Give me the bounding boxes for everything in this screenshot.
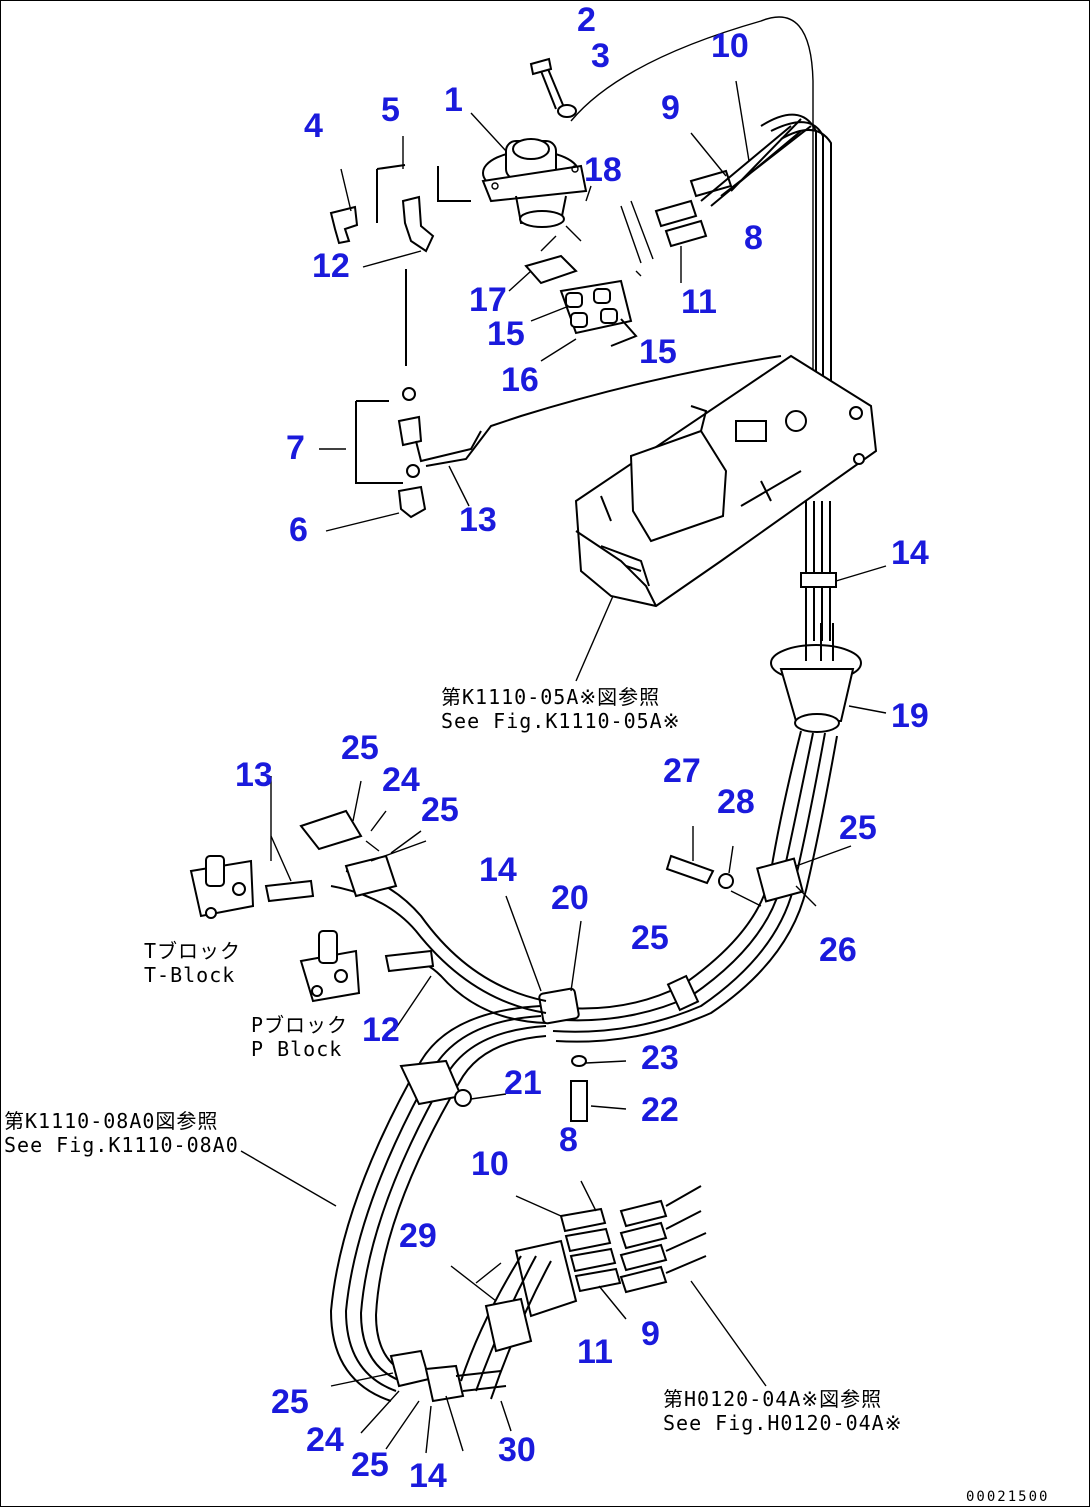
callout-9-top: 9 [661, 89, 680, 127]
manifold-block-part [524, 200, 654, 347]
bolt-27-part [665, 826, 762, 907]
note-jp: 第H0120-04A※図参照 [663, 1387, 883, 1411]
callout-8-bottom: 8 [559, 1121, 578, 1159]
hose-13-part [319, 269, 782, 519]
callout-21: 21 [504, 1064, 542, 1102]
leader-lines [240, 80, 852, 1387]
p-block-part [299, 930, 361, 1003]
note-t-block: Tブロック T-Block [144, 939, 241, 987]
hose-fittings-top [654, 113, 832, 426]
lower-collar-parts [330, 1262, 512, 1454]
callout-24-top: 24 [382, 761, 420, 799]
callout-13-top: 13 [459, 501, 497, 539]
note-see-fig-h0120-04a: 第H0120-04A※図参照 See Fig.H0120-04A※ [663, 1387, 902, 1435]
note-jp: 第K1110-05A※図参照 [441, 685, 661, 709]
callout-25-b: 25 [421, 791, 459, 829]
callout-11-top: 11 [681, 283, 717, 321]
drawing-code: 00021500 [966, 1489, 1050, 1505]
callout-30: 30 [498, 1431, 536, 1469]
callout-10-bottom: 10 [471, 1145, 509, 1183]
note-jp: Tブロック [144, 939, 242, 963]
t-block-part [189, 855, 255, 919]
note-en: See Fig.K1110-05A※ [441, 709, 681, 733]
grommet-part [770, 621, 887, 733]
callout-25-e: 25 [271, 1383, 309, 1421]
hose-lower-loop [329, 1005, 547, 1402]
callout-3: 3 [591, 37, 610, 75]
callout-25-f: 25 [351, 1446, 389, 1484]
callout-15-a: 15 [487, 315, 525, 353]
callout-29: 29 [399, 1217, 437, 1255]
note-jp: 第K1110-08A0図参照 [4, 1109, 219, 1133]
callout-19: 19 [891, 697, 929, 735]
bolt-part [529, 57, 577, 118]
callout-17: 17 [469, 281, 507, 319]
callout-12-mid: 12 [362, 1011, 400, 1049]
callout-14-mid: 14 [479, 851, 517, 889]
callout-24-bottom: 24 [306, 1421, 344, 1459]
hose-routing-line [570, 16, 814, 421]
elbow-pipe-part [329, 164, 471, 253]
callout-23: 23 [641, 1039, 679, 1077]
hose-harness-bundle [538, 730, 838, 1043]
note-en: See Fig.K1110-08A0 [4, 1133, 239, 1157]
callout-14-bottom: 14 [409, 1457, 447, 1495]
callout-20: 20 [551, 879, 589, 917]
note-p-block: Pブロック P Block [251, 1013, 348, 1061]
callout-11-bottom: 11 [577, 1333, 613, 1371]
callout-28: 28 [717, 783, 755, 821]
callout-16: 16 [501, 361, 539, 399]
callout-1: 1 [444, 81, 463, 119]
note-jp: Pブロック [251, 1013, 349, 1037]
callout-5: 5 [381, 91, 400, 129]
callout-18: 18 [584, 151, 622, 189]
vertical-tube-bundle [800, 501, 887, 641]
note-en: T-Block [144, 963, 236, 987]
callout-13-left: 13 [235, 756, 273, 794]
callout-25-c: 25 [839, 809, 877, 847]
callout-2: 2 [577, 1, 596, 39]
callout-27: 27 [663, 752, 701, 790]
callout-9-bottom: 9 [641, 1315, 660, 1353]
callout-25-d: 25 [631, 919, 669, 957]
callout-22: 22 [641, 1091, 679, 1129]
callout-14-right: 14 [891, 534, 929, 572]
note-en: See Fig.H0120-04A※ [663, 1411, 903, 1435]
console-box-part [574, 354, 878, 608]
callout-4: 4 [304, 107, 323, 145]
callout-6: 6 [289, 511, 308, 549]
callout-10-top: 10 [711, 27, 749, 65]
note-en: P Block [251, 1037, 343, 1061]
callout-12-top: 12 [312, 247, 350, 285]
hose-fittings-bottom [460, 1180, 707, 1400]
hose-left-branch [264, 809, 547, 1024]
callout-15-b: 15 [639, 333, 677, 371]
callout-25-a: 25 [341, 729, 379, 767]
control-valve-part [481, 138, 588, 228]
callout-7: 7 [286, 429, 305, 467]
note-see-fig-k1110-05a: 第K1110-05A※図参照 See Fig.K1110-05A※ [441, 685, 680, 733]
bolt-22-part [570, 1055, 627, 1122]
note-see-fig-k1110-08a0: 第K1110-08A0図参照 See Fig.K1110-08A0 [4, 1109, 239, 1157]
callout-26: 26 [819, 931, 857, 969]
callout-8-top: 8 [744, 219, 763, 257]
